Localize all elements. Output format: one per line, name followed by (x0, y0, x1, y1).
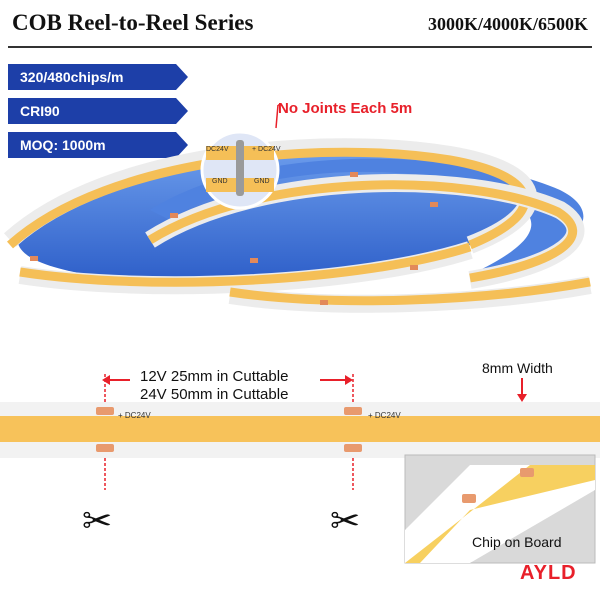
width-arrow-head (517, 394, 527, 402)
copper-pad-top-left (96, 407, 114, 415)
cut-length-24v: 24V 50mm in Cuttable (140, 386, 289, 403)
inset-mark-tl: DC24V (206, 146, 229, 153)
joint-callout: No Joints Each 5m (278, 100, 413, 117)
copper-pad (30, 256, 38, 261)
header-divider (8, 46, 592, 48)
strip-marking-left: + DC24V (118, 411, 151, 420)
inset-mark-br: GND (254, 178, 270, 185)
inset-mark-bl: GND (212, 178, 228, 185)
chip-inset-cob (405, 465, 595, 563)
scissors-icon: ✂ (330, 500, 361, 541)
strip-ring-lower (229, 277, 591, 306)
arrow-head-left (102, 375, 110, 385)
inset-mark-tr: + DC24V (252, 146, 281, 153)
chip-inset-pad-2 (520, 468, 534, 477)
copper-pad-bottom-right (344, 444, 362, 452)
magnifier-joint (236, 140, 244, 196)
spec-tag-moq: MOQ: 1000m (8, 132, 188, 158)
chip-on-board-label: Chip on Board (472, 534, 562, 550)
cut-length-12v: 12V 25mm in Cuttable (140, 368, 289, 385)
copper-pad-top-right (344, 407, 362, 415)
brand-logo: AYLD (520, 562, 577, 584)
copper-pad (250, 258, 258, 263)
strip-marking-right: + DC24V (368, 411, 401, 420)
reel-illustration (3, 104, 592, 313)
color-temperature-label: 3000K/4000K/6500K (427, 14, 588, 34)
spec-tag-cri: CRI90 (8, 98, 188, 124)
strip-cob-line (0, 416, 600, 442)
callout-line (275, 104, 279, 129)
strip-ring-front (19, 242, 472, 287)
copper-pad (430, 202, 438, 207)
spec-tag-chips: 320/480chips/m (8, 64, 188, 90)
chip-inset-pad (462, 494, 476, 503)
copper-pad (320, 300, 328, 305)
strip-detail (0, 374, 600, 564)
width-label: 8mm Width (482, 360, 553, 376)
page-title: COB Reel-to-Reel Series (12, 10, 254, 35)
copper-pad (350, 172, 358, 177)
copper-pad (170, 213, 178, 218)
arrow-head-right (345, 375, 353, 385)
scissors-icon: ✂ (82, 500, 113, 541)
copper-pad (410, 265, 418, 270)
copper-pad-bottom-left (96, 444, 114, 452)
